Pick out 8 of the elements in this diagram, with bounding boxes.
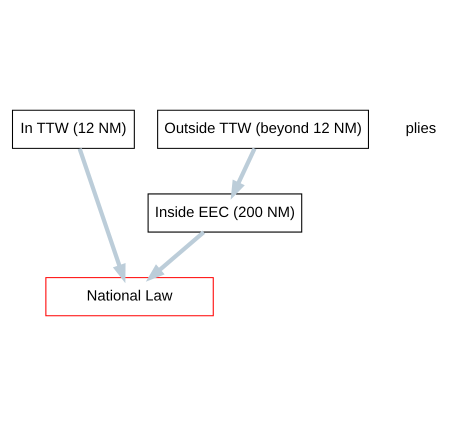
arrow (146, 230, 206, 282)
node-box: National Law (45, 276, 214, 316)
arrow (230, 147, 256, 200)
node-box: In TTW (12 NM) (12, 109, 135, 148)
label: plies (406, 120, 436, 137)
node-box: Outside TTW (beyond 12 NM) (157, 109, 369, 148)
node-box: Inside EEC (200 NM) (148, 192, 302, 232)
arrow (78, 148, 126, 283)
